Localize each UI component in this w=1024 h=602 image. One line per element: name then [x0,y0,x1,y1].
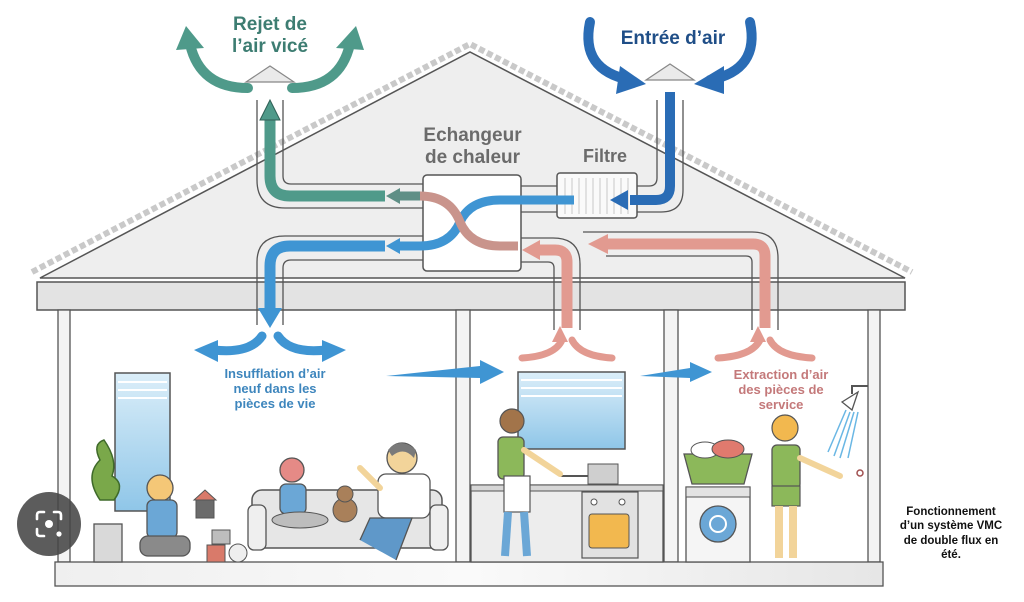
caption-line: d’un système VMC [899,520,1003,533]
label-filter: Filtre [570,146,640,167]
transfer-arrow-living-kitchen [386,360,504,384]
intake-vent-cap [644,63,696,81]
label-line: neuf dans les [233,380,317,396]
label-line: Echangeur [423,125,522,146]
toy-house [195,499,215,519]
shower-water [827,409,859,459]
supply-flow [194,238,712,384]
apron [503,475,531,513]
google-lens-icon [35,510,63,538]
google-lens-button[interactable] [17,492,81,556]
exhaust-vent-cap [244,65,296,83]
label-line: des pièces de [738,381,824,397]
laundry-basket [683,453,753,485]
kitchen-scene [470,371,664,563]
shower-knob [856,469,864,477]
heat-exchanger [422,174,522,272]
laundry-scene [683,385,868,563]
diagram-caption: Fonctionnement d’un système VMC de doubl… [886,505,1016,563]
caption-line: de double flux en [903,534,999,547]
woman-head [771,414,799,442]
cook-head [499,408,525,434]
label-air-intake: Entrée d’air [608,28,738,50]
plant [91,439,121,501]
label-line: Rejet de [233,14,307,35]
shower-head [851,385,868,394]
caption-line: Fonctionnement [906,506,996,518]
exchanger-crossing [419,191,574,251]
label-line: Insufflation d’air [224,366,326,381]
label-line: pièces de vie [234,395,316,411]
girl-head [279,457,305,483]
label-line: Extraction d’air [733,367,829,382]
saucepan [587,463,619,485]
label-line: Filtre [582,146,627,166]
intake-flow [583,17,757,210]
transfer-arrow-kitchen-laundry [640,362,712,382]
roof [30,40,914,279]
label-line: l’air vicé [231,35,309,57]
label-heat-exchanger: Echangeur de chaleur [405,125,540,169]
label-fresh-air-supply: Insufflation d’air neuf dans les pièces … [200,366,350,412]
label-air-extraction: Extraction d’air des pièces de service [716,367,846,413]
living-room-scene [91,372,449,563]
caption-line: été. [941,549,961,562]
plant-pot [93,523,123,563]
ceiling-band [36,281,906,311]
label-stale-air-exhaust: Rejet de l’air vicé [205,14,335,58]
extraction-flow [518,234,816,362]
floor [54,561,884,587]
child-body [146,499,178,539]
label-line: Entrée d’air [620,28,726,49]
kitchen-window [517,371,626,450]
child-head [146,474,174,502]
label-line: de chaleur [424,146,521,168]
ducts [256,100,779,330]
label-line: service [758,396,804,412]
exhaust-flow [176,26,420,204]
